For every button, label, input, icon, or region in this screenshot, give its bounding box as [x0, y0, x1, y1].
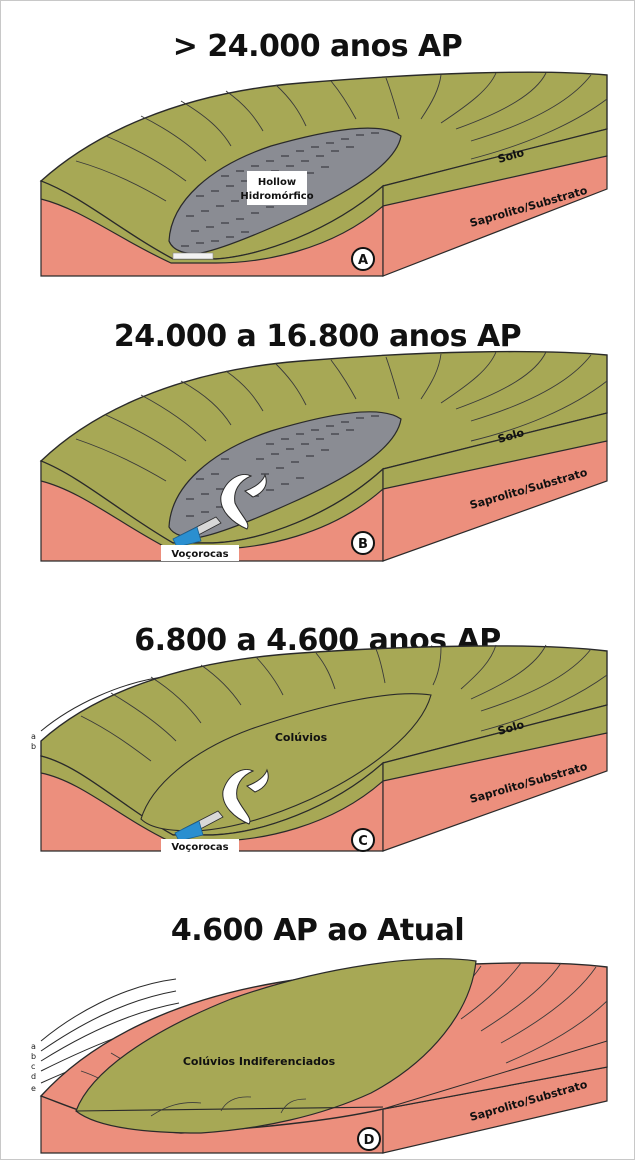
layer-label-e: e	[31, 1084, 36, 1093]
hollow-outlet	[173, 253, 213, 259]
hollow-label-line1: Hollow	[258, 177, 296, 188]
panel-badge-letter: B	[358, 537, 368, 552]
panel-c: 6.800 a 4.600 anos AP a b	[1, 581, 634, 871]
panel-d: 4.600 AP ao Atual a b c d e	[1, 871, 634, 1159]
hollow-label-line2: Hidromórfico	[240, 190, 313, 202]
layer-label-b: b	[31, 1052, 36, 1061]
layer-label-a: a	[31, 732, 36, 741]
layer-label-b: b	[31, 742, 36, 751]
colluvium-label: Colúvios Indiferenciados	[183, 1055, 336, 1068]
panel-d-block: a b c d e	[1, 871, 634, 1159]
panel-c-block: a b Colúvios	[1, 581, 634, 871]
panel-b-block: Voçorocas Solo Saprolito/Substrato B	[1, 291, 634, 581]
layer-label-c: c	[31, 1062, 35, 1071]
panel-a: > 24.000 anos AP	[1, 1, 634, 291]
panel-badge-letter: A	[358, 253, 368, 268]
layer-label-a: a	[31, 1042, 36, 1051]
layer-label-d: d	[31, 1072, 36, 1081]
colluvium-label: Colúvios	[275, 731, 328, 744]
panel-badge-letter: D	[364, 1133, 375, 1148]
panel-b: 24.000 a 16.800 anos AP	[1, 291, 634, 581]
gully-label: Voçorocas	[171, 842, 228, 853]
gully-label: Voçorocas	[171, 549, 228, 560]
panel-badge-letter: C	[358, 834, 368, 849]
panel-a-block: Hollow Hidromórfico Solo Saprolito/Subst…	[1, 1, 634, 291]
